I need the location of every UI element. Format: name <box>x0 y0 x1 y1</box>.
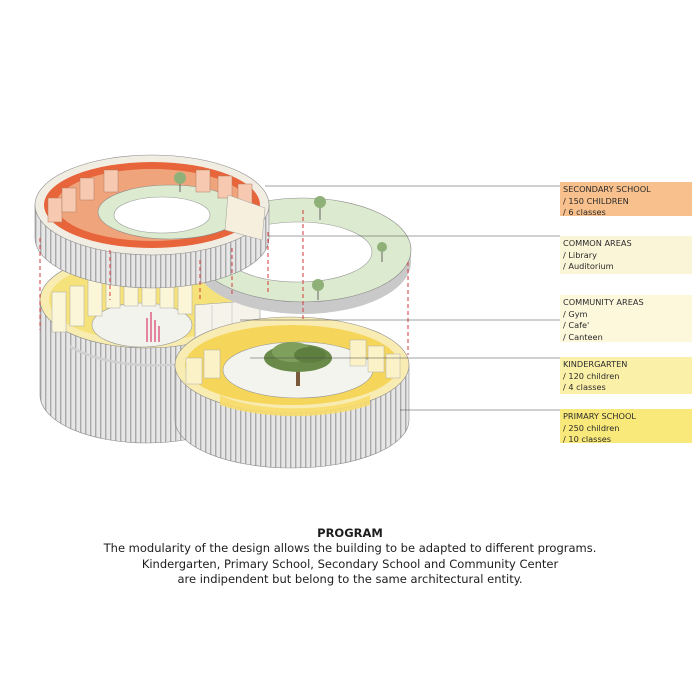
legend-line: / 6 classes <box>563 207 606 218</box>
legend-line: / Auditorium <box>563 261 614 272</box>
legend-line: / 4 classes <box>563 382 606 393</box>
caption: PROGRAM The modularity of the design all… <box>0 525 700 588</box>
legend-kindergarten: KINDERGARTEN / 120 children / 4 classes <box>560 357 692 394</box>
tree-icon <box>174 172 186 192</box>
primary-classroom-walls <box>185 339 401 385</box>
legend-title: SECONDARY SCHOOL <box>563 184 651 194</box>
alignment-dashes <box>39 210 409 355</box>
legend-community-areas: COMMUNITY AREAS / Gym / Cafe' / Canteen <box>560 295 692 342</box>
legend-title: PRIMARY SCHOOL <box>563 411 636 421</box>
legend-line: / Library <box>563 249 597 260</box>
secondary-school-ring <box>34 154 270 289</box>
caption-line: are indipendent but belong to the same a… <box>177 572 523 586</box>
secondary-classroom-walls <box>47 169 253 223</box>
legend-title: COMMUNITY AREAS <box>563 297 644 307</box>
legend-line: / Gym <box>563 308 588 319</box>
legend-title: KINDERGARTEN <box>563 359 628 369</box>
caption-line: Kindergarten, Primary School, Secondary … <box>141 556 559 571</box>
tree-icon <box>312 196 387 300</box>
legend-primary-school: PRIMARY SCHOOL / 250 children / 10 class… <box>560 409 692 445</box>
legend-line: / Cafe' <box>563 320 590 331</box>
legend-line: / 250 children <box>563 422 620 433</box>
pink-columns <box>146 312 160 342</box>
leader-lines <box>240 185 560 411</box>
legend-secondary-school: SECONDARY SCHOOL / 150 CHILDREN / 6 clas… <box>560 182 692 218</box>
legend-common-areas: COMMON AREAS / Library / Auditorium <box>560 236 692 274</box>
legend-line: / Canteen <box>563 331 603 342</box>
legend-line: / 150 CHILDREN <box>563 195 629 206</box>
legend-line: / 120 children <box>563 370 620 381</box>
primary-school-ring <box>174 316 410 469</box>
caption-line: The modularity of the design allows the … <box>103 541 597 555</box>
caption-title: PROGRAM <box>317 526 383 540</box>
legend-line: / 10 classes <box>563 434 612 445</box>
legend-title: COMMON AREAS <box>563 238 632 248</box>
